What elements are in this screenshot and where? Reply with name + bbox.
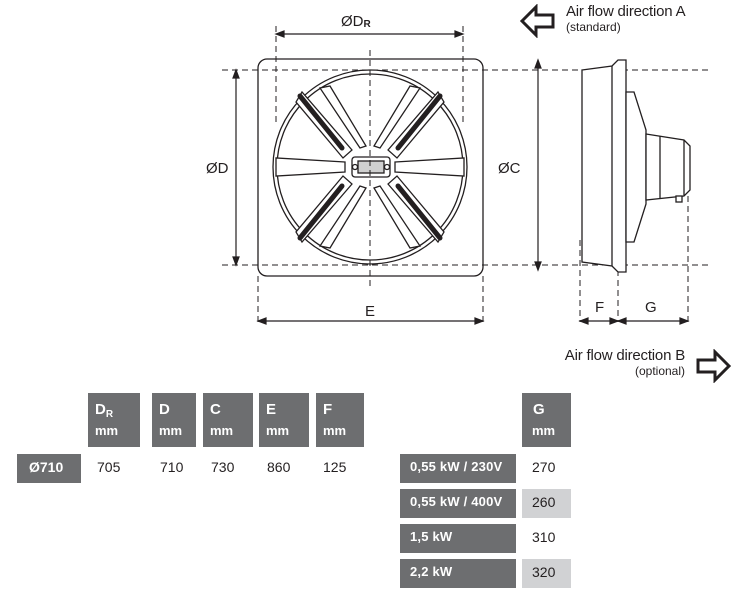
- label-d: ØD: [206, 160, 229, 177]
- power-row-4: 2,2 kW: [400, 559, 516, 588]
- airflow-b-arrow-icon: [696, 349, 731, 383]
- g-value-2: 260: [522, 489, 571, 518]
- airflow-b-title: Air flow direction B: [564, 347, 685, 364]
- airflow-a-arrow-icon: [520, 4, 555, 38]
- fan-hub: [351, 156, 391, 178]
- header-g: G mm: [522, 393, 571, 447]
- label-g: G: [645, 299, 657, 316]
- header-dr: DR mm: [88, 393, 140, 447]
- airflow-a-note: (standard): [566, 20, 621, 34]
- airflow-direction-a: Air flow direction A (standard): [566, 3, 686, 34]
- value-d: 710: [160, 459, 184, 475]
- label-e: E: [365, 303, 375, 320]
- label-dr: ØDR: [341, 13, 372, 30]
- value-f: 125: [323, 459, 347, 475]
- airflow-a-title: Air flow direction A: [566, 3, 686, 20]
- power-row-1: 0,55 kW / 230V: [400, 454, 516, 483]
- label-c: ØC: [498, 160, 521, 177]
- header-f: F mm: [316, 393, 364, 447]
- airflow-direction-b: Air flow direction B (optional): [545, 347, 685, 378]
- fan-dimension-drawing: ØDR ØD ØC E F G: [206, 13, 710, 325]
- g-value-1: 270: [532, 459, 556, 475]
- g-value-3: 310: [532, 529, 556, 545]
- power-row-3: 1,5 kW: [400, 524, 516, 553]
- g-value-4: 320: [522, 559, 571, 588]
- header-c: C mm: [203, 393, 253, 447]
- value-dr: 705: [97, 459, 121, 475]
- fan-side-view: [581, 59, 691, 273]
- header-d: D mm: [152, 393, 196, 447]
- value-e: 860: [267, 459, 291, 475]
- power-row-2: 0,55 kW / 400V: [400, 489, 516, 518]
- value-c: 730: [211, 459, 235, 475]
- airflow-b-note: (optional): [634, 364, 685, 378]
- row-label-o710: Ø710: [17, 454, 81, 483]
- label-f: F: [595, 299, 604, 316]
- header-e: E mm: [259, 393, 309, 447]
